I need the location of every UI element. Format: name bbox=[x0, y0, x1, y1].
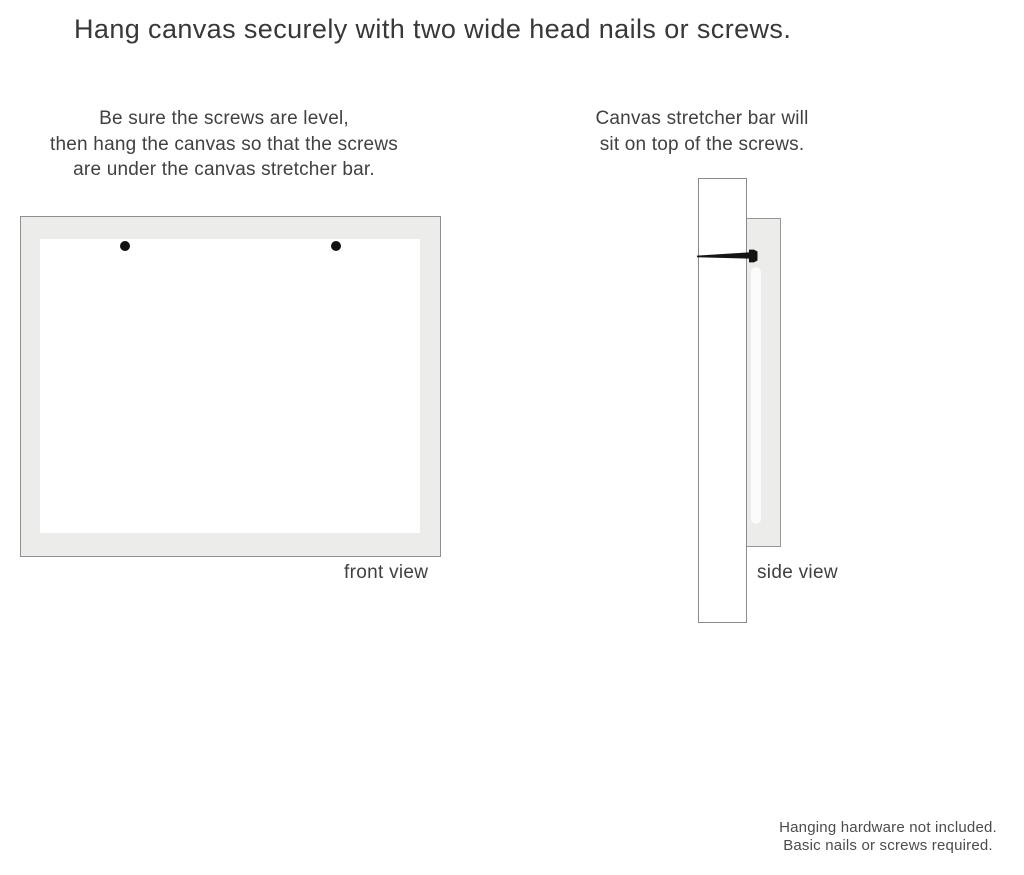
side-view-canvas bbox=[746, 218, 781, 547]
front-instructions-line-1: Be sure the screws are level, bbox=[99, 108, 349, 129]
front-view-canvas-frame bbox=[20, 216, 441, 557]
side-instructions-line-1: Canvas stretcher bar will bbox=[595, 108, 809, 129]
nail-head-dot-right-icon bbox=[331, 241, 341, 251]
front-view-canvas-face bbox=[40, 239, 420, 533]
side-view-stretcher-bar bbox=[698, 178, 747, 623]
front-instructions-line-2: then hang the canvas so that the screws bbox=[50, 133, 398, 155]
front-view-label: front view bbox=[344, 562, 429, 583]
front-instructions-line-3: are under the canvas stretcher bar. bbox=[73, 159, 375, 180]
side-instructions: Canvas stretcher bar will sit on top of … bbox=[552, 106, 852, 157]
nail-icon bbox=[697, 249, 758, 263]
hardware-note-line-2: Basic nails or screws required. bbox=[783, 837, 993, 854]
nail-head-dot-left-icon bbox=[120, 241, 130, 251]
side-instructions-line-2: sit on top of the screws. bbox=[599, 133, 805, 155]
page-title: Hang canvas securely with two wide head … bbox=[74, 14, 792, 44]
hardware-note-line-1: Hanging hardware not included. bbox=[779, 819, 997, 836]
side-view-label: side view bbox=[757, 562, 838, 583]
side-view-canvas-face bbox=[751, 267, 761, 524]
front-instructions: Be sure the screws are level, then hang … bbox=[24, 106, 424, 183]
hardware-note: Hanging hardware not included. Basic nai… bbox=[740, 819, 1024, 855]
